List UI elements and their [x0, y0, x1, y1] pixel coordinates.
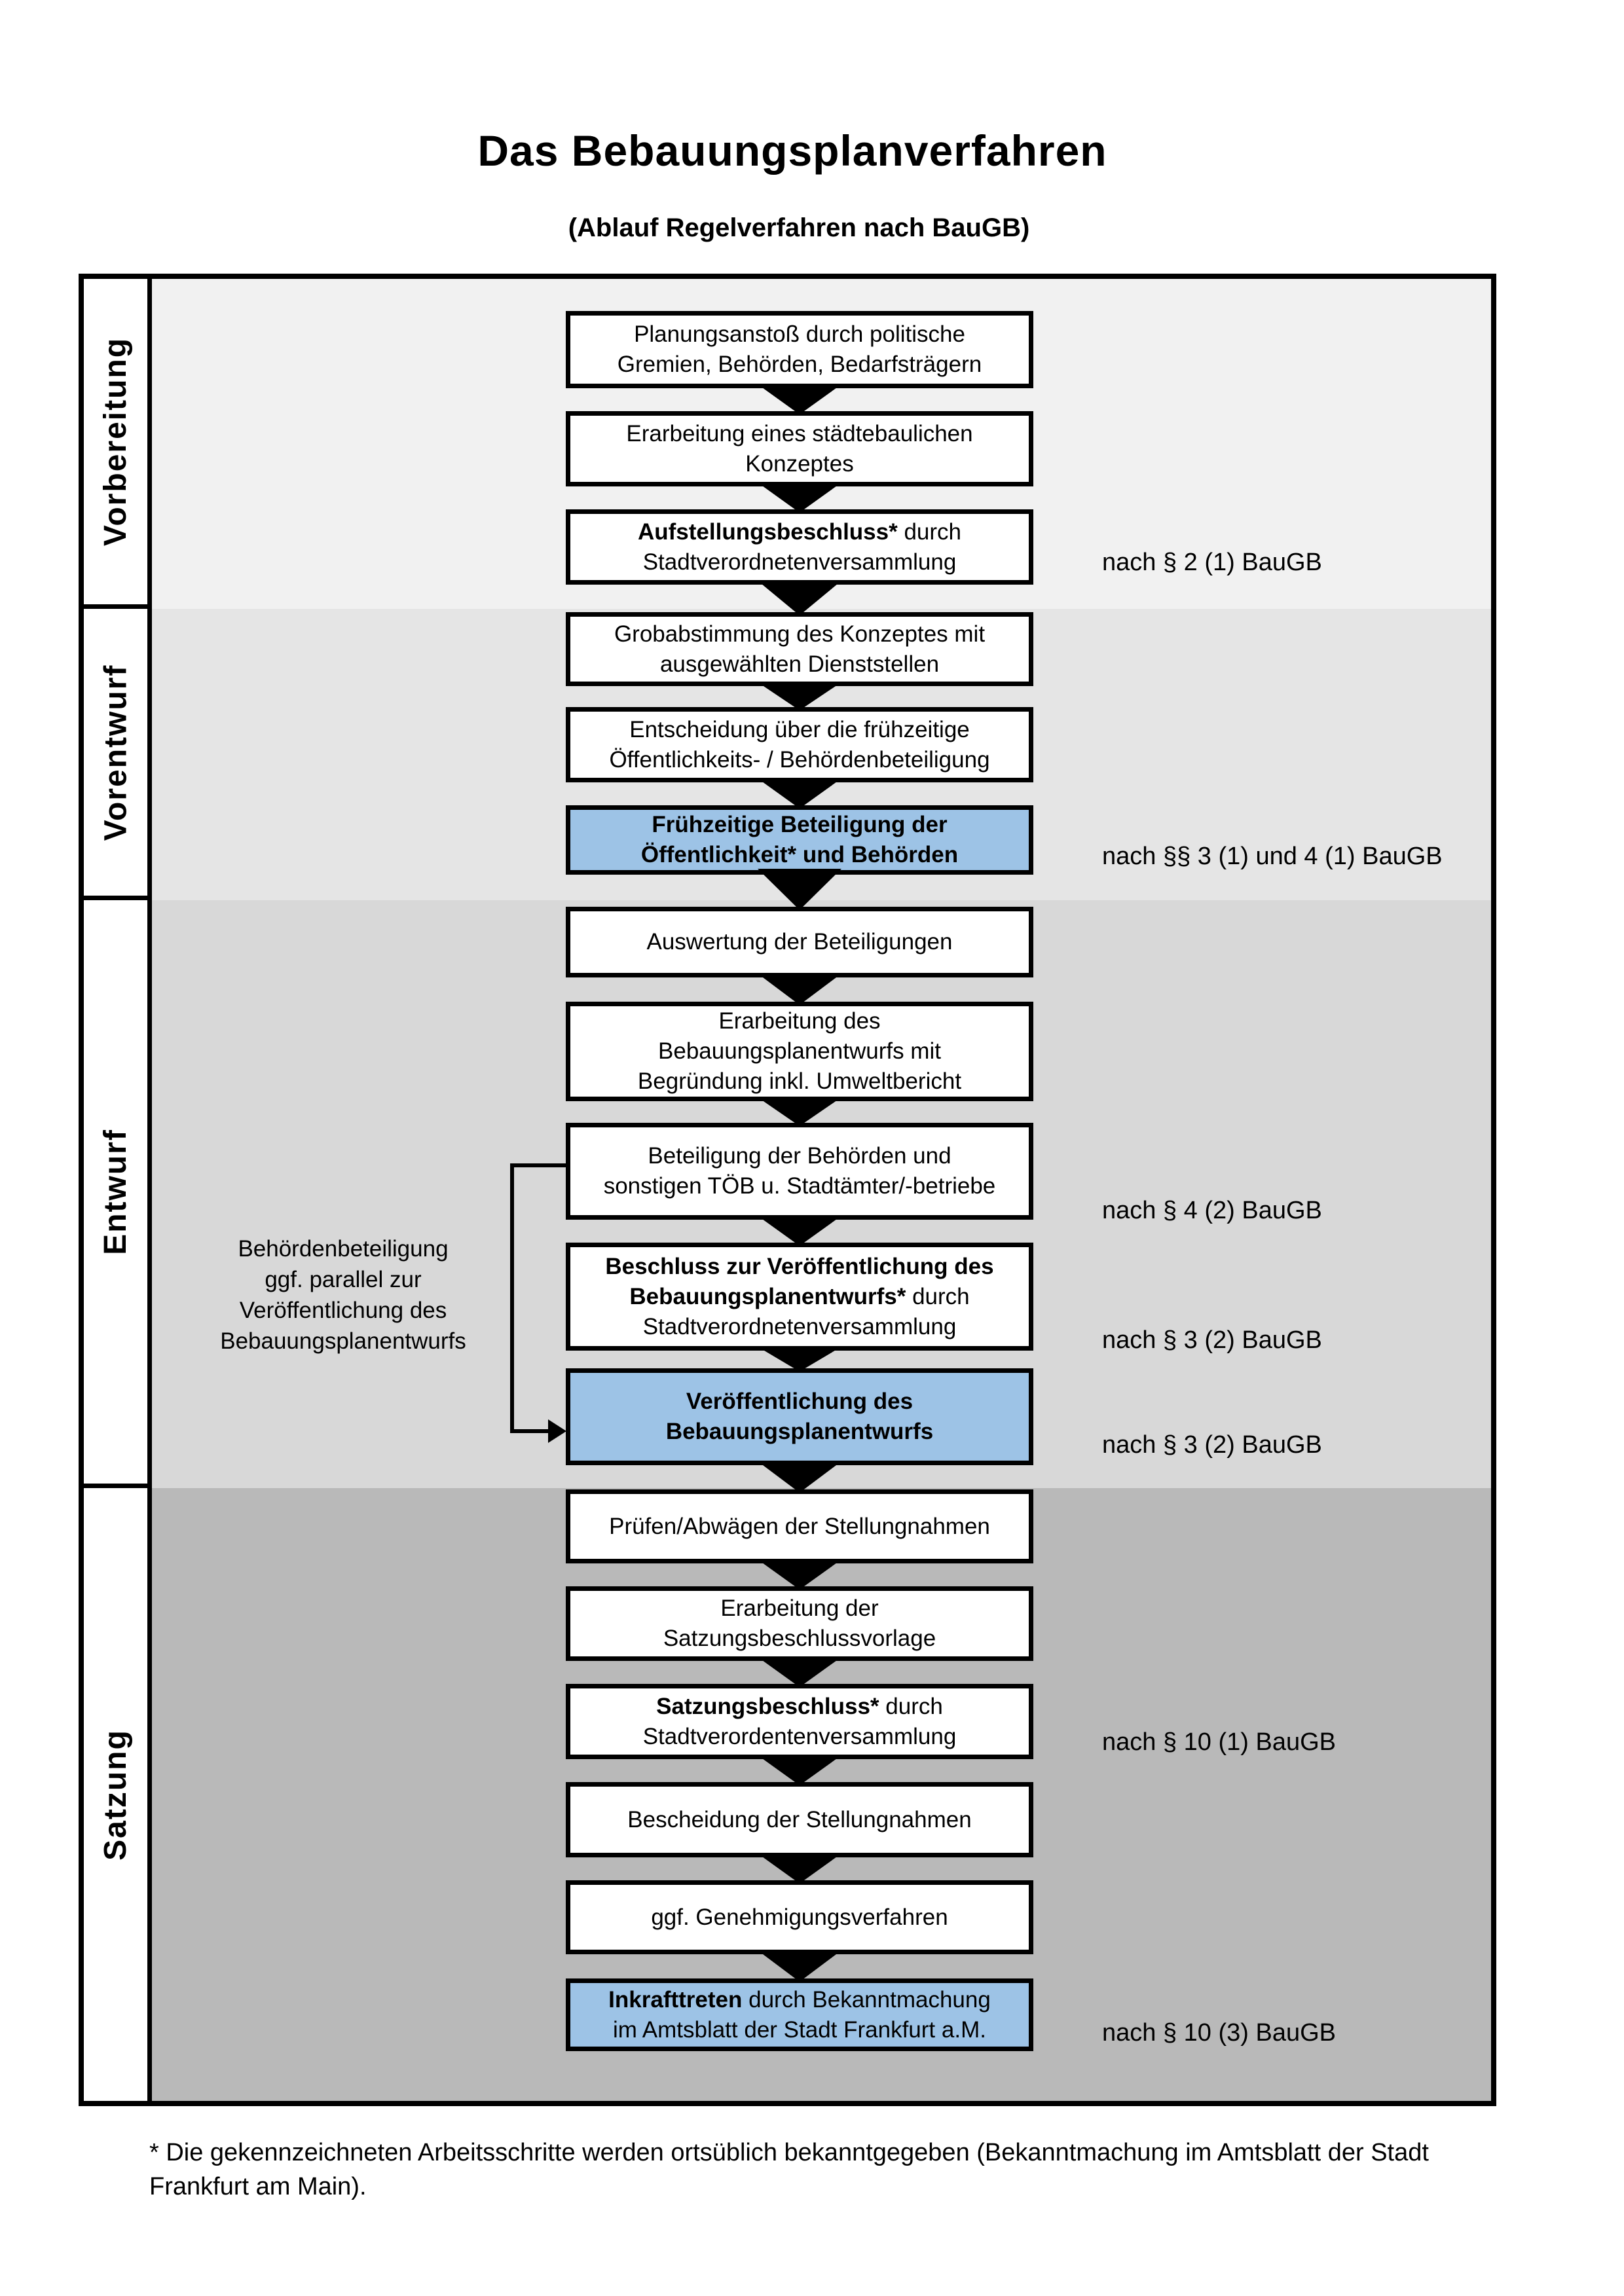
flow-step-9: Beteiligung der Behörden und sonstigen T…	[566, 1123, 1033, 1220]
down-arrow	[758, 974, 841, 1005]
phase-label-satzung: Satzung	[84, 1488, 147, 2101]
flow-step-6: Frühzeitige Beteiligung der Öffentlichke…	[566, 805, 1033, 875]
legal-reference-7: nach § 10 (3) BauGB	[1102, 2019, 1336, 2047]
flow-step-3: Aufstellungsbeschluss* durch Stadtverord…	[566, 509, 1033, 585]
parallel-connector-stub	[510, 1163, 566, 1167]
legal-reference-5: nach § 3 (2) BauGB	[1102, 1431, 1322, 1459]
down-arrow	[758, 869, 841, 910]
footnote-line-2: Frankfurt am Main).	[149, 2173, 367, 2200]
page-title: Das Bebauungsplanverfahren	[477, 126, 1107, 175]
down-arrow	[758, 1657, 841, 1687]
down-arrow	[758, 682, 841, 710]
flow-step-17: Inkrafttreten durch Bekanntmachung im Am…	[566, 1978, 1033, 2051]
side-note: Behördenbeteiligung ggf. parallel zur Ve…	[220, 1236, 466, 1354]
legal-reference-1: nach § 2 (1) BauGB	[1102, 549, 1322, 576]
legal-reference-4: nach § 3 (2) BauGB	[1102, 1326, 1322, 1354]
down-arrow	[758, 1347, 841, 1372]
flow-step-10: Beschluss zur Veröffentlichung des Bebau…	[566, 1243, 1033, 1351]
down-arrow	[758, 581, 841, 615]
flow-step-14: Satzungsbeschluss* durch Stadtverordente…	[566, 1684, 1033, 1759]
legal-reference-3: nach § 4 (2) BauGB	[1102, 1197, 1322, 1224]
down-arrow	[758, 1559, 841, 1590]
flow-step-13: Erarbeitung der Satzungsbeschlussvorlage	[566, 1586, 1033, 1661]
parallel-connector-foot	[510, 1429, 551, 1433]
phase-label-column: Vorbereitung Vorentwurf Entwurf Satzung	[84, 279, 152, 2101]
parallel-connector-line	[510, 1163, 514, 1433]
legal-reference-6: nach § 10 (1) BauGB	[1102, 1728, 1336, 1756]
footnote-line-1: * Die gekennzeichneten Arbeitsschritte w…	[149, 2139, 1429, 2166]
down-arrow	[758, 384, 841, 414]
down-arrow	[758, 1216, 841, 1246]
down-arrow	[758, 778, 841, 809]
flow-step-11: Veröffentlichung des Bebauungsplanentwur…	[566, 1368, 1033, 1465]
down-arrow	[758, 1097, 841, 1126]
flow-step-1: Planungsanstoß durch politische Gremien,…	[566, 311, 1033, 388]
flow-step-7: Auswertung der Beteiligungen	[566, 907, 1033, 977]
flow-step-15: Bescheidung der Stellungnahmen	[566, 1782, 1033, 1857]
down-arrow	[758, 1950, 841, 1982]
phase-label-vorbereitung: Vorbereitung	[84, 279, 147, 609]
down-arrow	[758, 1461, 841, 1493]
parallel-connector-arrowhead-icon	[548, 1419, 566, 1443]
footnote: * Die gekennzeichneten Arbeitsschritte w…	[149, 2136, 1538, 2204]
flow-step-5: Entscheidung über die frühzeitige Öffent…	[566, 707, 1033, 782]
flow-step-16: ggf. Genehmigungsverfahren	[566, 1880, 1033, 1954]
flow-step-12: Prüfen/Abwägen der Stellungnahmen	[566, 1489, 1033, 1563]
down-arrow	[758, 1853, 841, 1884]
down-arrow	[758, 483, 841, 513]
down-arrow	[758, 1755, 841, 1785]
phase-label-entwurf: Entwurf	[84, 900, 147, 1488]
phase-label-vorentwurf: Vorentwurf	[84, 609, 147, 900]
legal-reference-2: nach §§ 3 (1) und 4 (1) BauGB	[1102, 843, 1443, 870]
flow-step-8: Erarbeitung des Bebauungsplanentwurfs mi…	[566, 1002, 1033, 1101]
flow-step-4: Grobabstimmung des Konzeptes mit ausgewä…	[566, 612, 1033, 686]
page-subtitle: (Ablauf Regelverfahren nach BauGB)	[568, 213, 1030, 242]
flow-step-2: Erarbeitung eines städtebaulichen Konzep…	[566, 411, 1033, 486]
